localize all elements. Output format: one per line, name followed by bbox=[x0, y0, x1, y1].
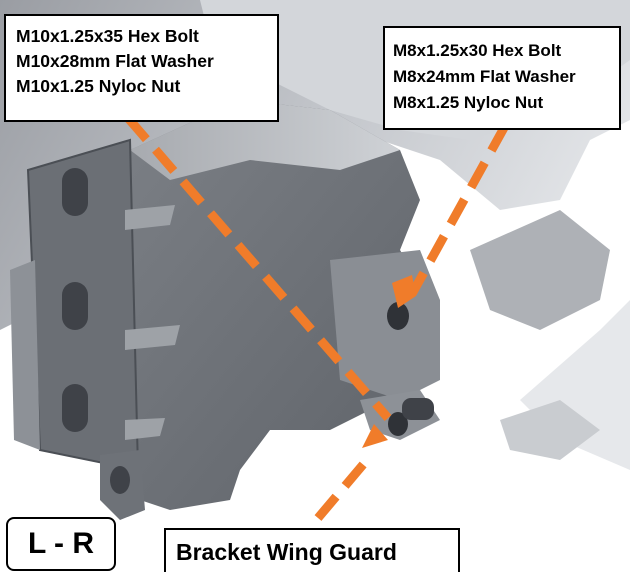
callout-m8-line-3: M8x1.25 Nyloc Nut bbox=[393, 93, 544, 112]
callout-m8-line-2: M8x24mm Flat Washer bbox=[393, 67, 576, 86]
lower-tab-hole bbox=[110, 466, 130, 494]
side-plate-edge bbox=[10, 260, 40, 450]
frame-rail-shape bbox=[470, 210, 610, 330]
bracket-rib bbox=[125, 418, 165, 440]
mounting-plate bbox=[330, 250, 440, 400]
side-plate-slot bbox=[62, 282, 88, 330]
ear-slot bbox=[402, 398, 434, 420]
arrow-lower-path bbox=[314, 451, 376, 521]
side-indicator-label: L - R bbox=[6, 517, 116, 571]
side-plate-slot bbox=[62, 168, 88, 216]
mounting-hole bbox=[388, 412, 408, 436]
side-plate-slot bbox=[62, 384, 88, 432]
callout-m10-line-1: M10x1.25x35 Hex Bolt bbox=[16, 26, 199, 46]
callout-m10-line-2: M10x28mm Flat Washer bbox=[16, 51, 214, 71]
part-name-label: Bracket Wing Guard bbox=[164, 528, 460, 572]
bracket-body bbox=[100, 100, 430, 510]
mounting-hole bbox=[387, 302, 409, 330]
arrow-m8-path bbox=[408, 123, 509, 297]
arrowhead-m8 bbox=[392, 275, 416, 308]
arrowhead-lower bbox=[362, 424, 388, 448]
arrow-m10-path bbox=[124, 115, 392, 421]
callout-m10-line-3: M10x1.25 Nyloc Nut bbox=[16, 76, 181, 96]
bracket-rib bbox=[125, 325, 180, 350]
frame-lower-shape bbox=[500, 400, 600, 460]
callout-m10-hardware: M10x1.25x35 Hex Bolt M10x28mm Flat Washe… bbox=[4, 14, 279, 122]
callout-m8-line-1: M8x1.25x30 Hex Bolt bbox=[393, 41, 562, 60]
callout-m8-hardware: M8x1.25x30 Hex Bolt M8x24mm Flat Washer … bbox=[383, 26, 621, 130]
bracket-rib bbox=[125, 205, 175, 230]
